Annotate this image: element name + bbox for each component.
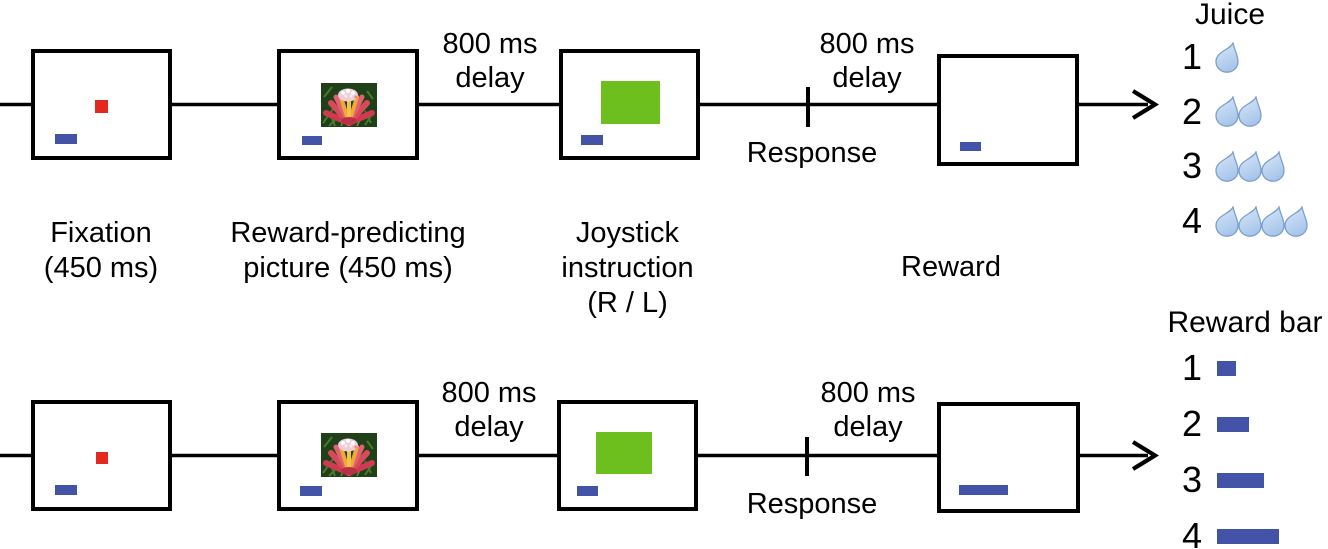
delay-label-bottom-1: 800 ms delay	[419, 376, 559, 444]
instruction-screen-top	[559, 49, 700, 160]
juice-drop-icons	[1214, 41, 1240, 73]
response-label-top: Response	[722, 136, 902, 170]
fixation-screen-bottom	[31, 400, 172, 511]
reward-bar-level-label: 1	[1181, 347, 1202, 388]
delay-label-line1: 800 ms	[442, 28, 538, 60]
flower-picture-image	[321, 83, 377, 127]
response-label-bottom: Response	[722, 487, 902, 521]
cue-bar-small	[300, 486, 322, 496]
reward-bar-row-3: 3	[1178, 462, 1264, 498]
joystick-label-line2: instruction	[561, 252, 694, 284]
juice-drop-icon	[1215, 96, 1239, 128]
delay-label-line2: delay	[454, 411, 524, 443]
delay-label-line2: delay	[833, 411, 903, 443]
picture-screen-top	[277, 49, 419, 160]
juice-drop-icon	[1284, 205, 1308, 237]
juice-level-label: 1	[1181, 36, 1202, 77]
fixation-screen-top	[31, 49, 172, 160]
juice-drop-icon	[1238, 205, 1262, 237]
cue-bar-small	[581, 135, 603, 145]
fixation-point-icon	[96, 452, 108, 464]
response-label: Response	[746, 137, 878, 169]
juice-row-2: 2	[1178, 90, 1263, 132]
joystick-label-line1: Joystick	[575, 217, 680, 249]
delay-label-line2: delay	[455, 62, 525, 94]
juice-drop-icon	[1261, 150, 1285, 182]
delay-label-top-1: 800 ms delay	[420, 27, 560, 95]
reward-bar-size-icon	[1217, 528, 1279, 544]
delay-label-bottom-2: 800 ms delay	[798, 376, 938, 444]
delay-label-line1: 800 ms	[820, 377, 916, 409]
juice-drop-icon	[1215, 150, 1239, 182]
reward-bar-legend-title: Reward bar	[1167, 306, 1323, 339]
delay-label-line1: 800 ms	[441, 377, 537, 409]
juice-drop-icons	[1214, 96, 1263, 128]
joystick-instruction-cue	[596, 432, 652, 474]
reward-bar-level-label: 3	[1181, 459, 1202, 500]
response-label: Response	[746, 488, 878, 520]
reward-bar-size-icon	[1217, 360, 1236, 376]
fixation-label-line2: (450 ms)	[43, 252, 159, 284]
picture-label-line2: picture (450 ms)	[243, 252, 453, 284]
reward-bar-size-icon	[1217, 416, 1249, 432]
juice-row-3: 3	[1178, 148, 1286, 184]
reward-stage-label: Reward	[861, 250, 1041, 285]
reward-bar-level-label: 2	[1181, 403, 1202, 444]
arrow-head-top	[1131, 89, 1160, 120]
joystick-stage-label: Joystick instruction (R / L)	[530, 216, 725, 321]
reward-bar-size-icon	[1217, 472, 1264, 488]
cue-bar-small	[960, 142, 981, 151]
juice-row-1: 1	[1178, 39, 1240, 75]
arrow-head-bottom	[1131, 440, 1160, 471]
juice-level-label: 2	[1181, 90, 1202, 132]
cue-bar-small	[302, 136, 322, 145]
cue-bar-small	[577, 486, 598, 496]
juice-drop-icons	[1214, 150, 1286, 182]
juice-drop-icon	[1215, 205, 1239, 237]
reward-bar-level-label: 4	[1181, 515, 1202, 549]
fixation-label-line1: Fixation	[50, 217, 152, 249]
reward-screen-top	[937, 54, 1079, 166]
fixation-point-icon	[95, 100, 108, 113]
reward-bar-row-1: 1	[1178, 350, 1236, 386]
reward-bar-row-2: 2	[1178, 406, 1249, 442]
juice-drop-icon	[1261, 205, 1285, 237]
juice-drop-icon	[1238, 96, 1262, 128]
juice-drop-icons	[1214, 205, 1309, 237]
cue-bar-small	[55, 485, 77, 495]
juice-drop-icon	[1238, 150, 1262, 182]
joystick-label-line3: (R / L)	[587, 287, 668, 319]
juice-level-label: 4	[1181, 200, 1202, 242]
juice-legend-title: Juice	[1194, 0, 1266, 31]
juice-row-4: 4	[1178, 203, 1309, 239]
fixation-stage-label: Fixation (450 ms)	[1, 216, 201, 286]
picture-screen-bottom	[277, 400, 419, 511]
juice-level-label: 3	[1181, 145, 1202, 187]
cue-bar-large	[959, 485, 1008, 495]
flower-picture-image	[321, 433, 377, 477]
cue-bar-small	[55, 134, 77, 144]
instruction-screen-bottom	[557, 400, 698, 511]
delay-label-line1: 800 ms	[819, 28, 915, 60]
juice-drop-icon	[1215, 41, 1239, 73]
joystick-instruction-cue	[601, 81, 660, 124]
picture-label-line1: Reward-predicting	[230, 217, 466, 249]
picture-stage-label: Reward-predicting picture (450 ms)	[198, 216, 498, 286]
reward-screen-bottom	[937, 402, 1080, 513]
reward-bar-row-4: 4	[1178, 518, 1279, 549]
reward-label: Reward	[901, 251, 1001, 283]
delay-label-top-2: 800 ms delay	[797, 27, 937, 95]
delay-label-line2: delay	[832, 62, 902, 94]
